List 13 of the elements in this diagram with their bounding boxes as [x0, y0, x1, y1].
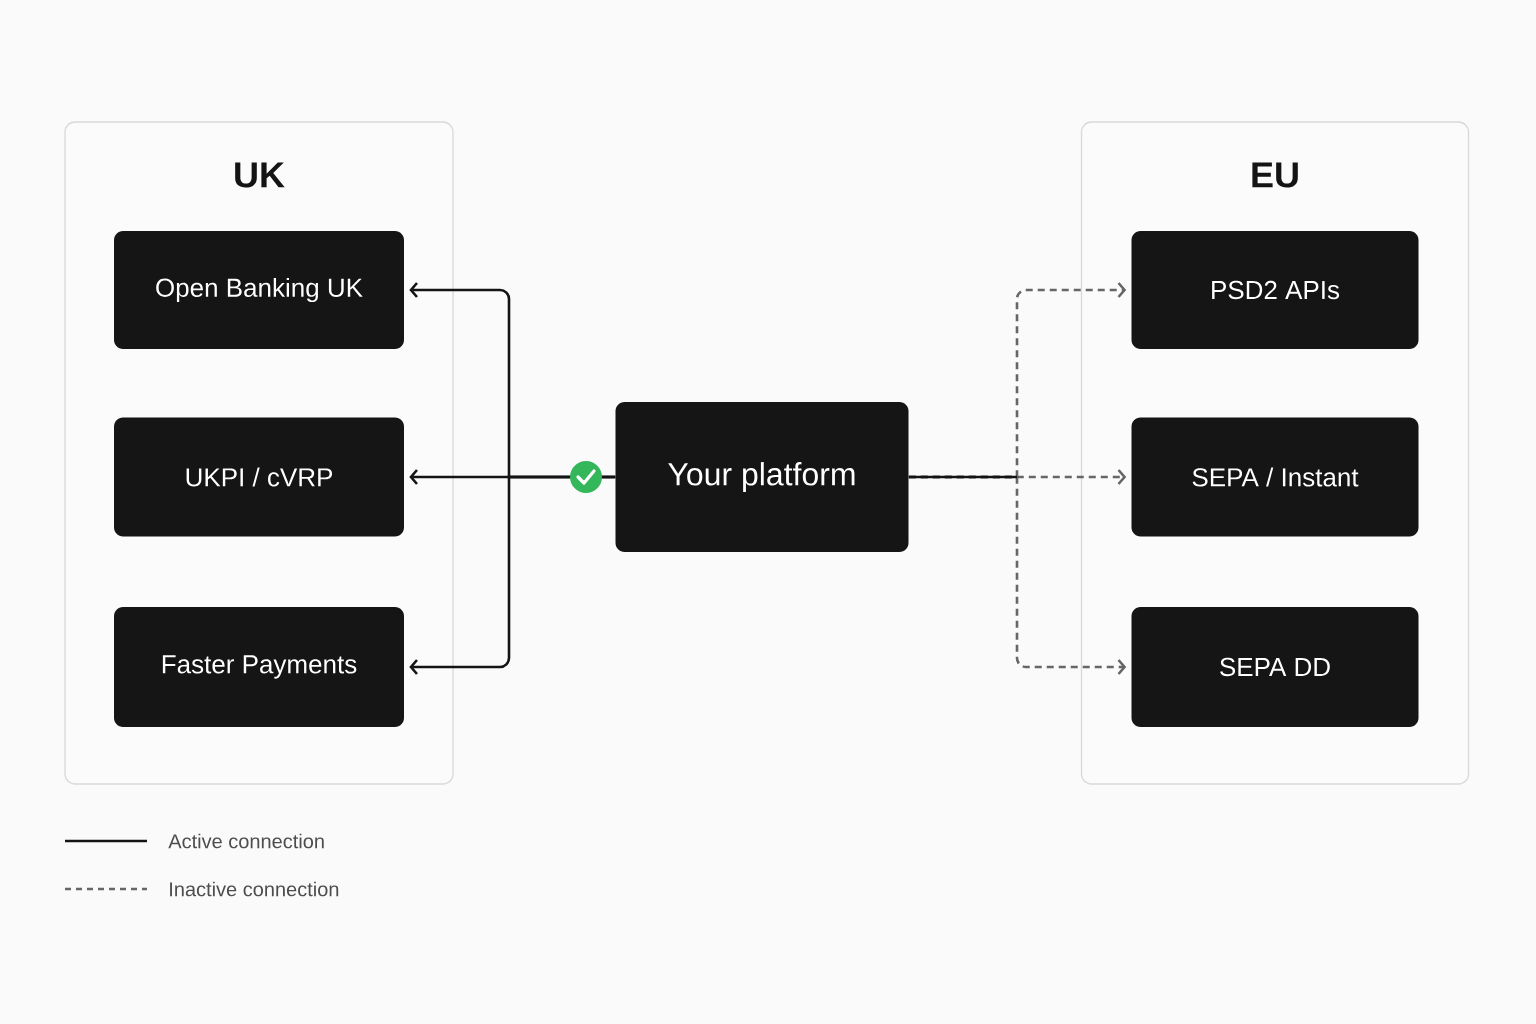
service-box: PSD2 APIs — [1131, 231, 1419, 349]
legend-text: Active connection — [168, 833, 324, 849]
service-box: UKPI / cVRP — [114, 417, 404, 537]
service-box: SEPA / Instant — [1131, 417, 1419, 537]
panel-heading: EU — [1252, 162, 1298, 188]
connector-trunk — [908, 475, 1017, 479]
service-box: SEPA DD — [1131, 607, 1419, 727]
service-box: Faster Payments — [114, 607, 404, 727]
service-box: Open Banking UK — [114, 231, 404, 349]
platform-box: Your platform — [615, 402, 909, 552]
panel-heading: UK — [235, 162, 285, 188]
arrow — [409, 475, 616, 675]
legend-text: Inactive connection — [170, 881, 339, 897]
